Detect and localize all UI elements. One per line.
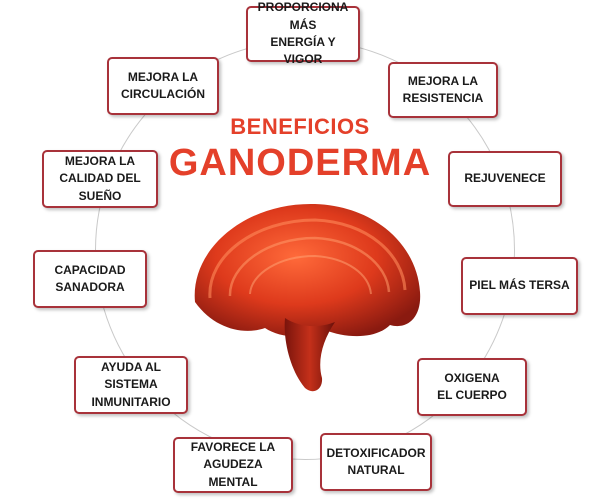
title-ganoderma: GANODERMA (168, 142, 432, 184)
benefit-box: MEJORA LA CALIDAD DEL SUEÑO (42, 150, 158, 208)
benefit-box: DETOXIFICADOR NATURAL (320, 433, 432, 491)
ganoderma-mushroom-image (194, 203, 421, 392)
benefit-box: CAPACIDAD SANADORA (33, 250, 147, 308)
title-beneficios: BENEFICIOS (230, 114, 370, 139)
benefit-box: MEJORA LA CIRCULACIÓN (107, 57, 219, 115)
benefit-box: PROPORCIONA MÁS ENERGÍA Y VIGOR (246, 0, 360, 66)
benefit-box: MEJORA LA RESISTENCIA (388, 62, 498, 118)
benefit-box: REJUVENECE (448, 151, 562, 207)
benefit-box: PIEL MÁS TERSA (461, 257, 578, 315)
benefit-box: FAVORECE LA AGUDEZA MENTAL (173, 437, 293, 493)
benefit-box: AYUDA AL SISTEMA INMUNITARIO (74, 356, 188, 414)
benefit-box: OXIGENA EL CUERPO (417, 358, 527, 416)
